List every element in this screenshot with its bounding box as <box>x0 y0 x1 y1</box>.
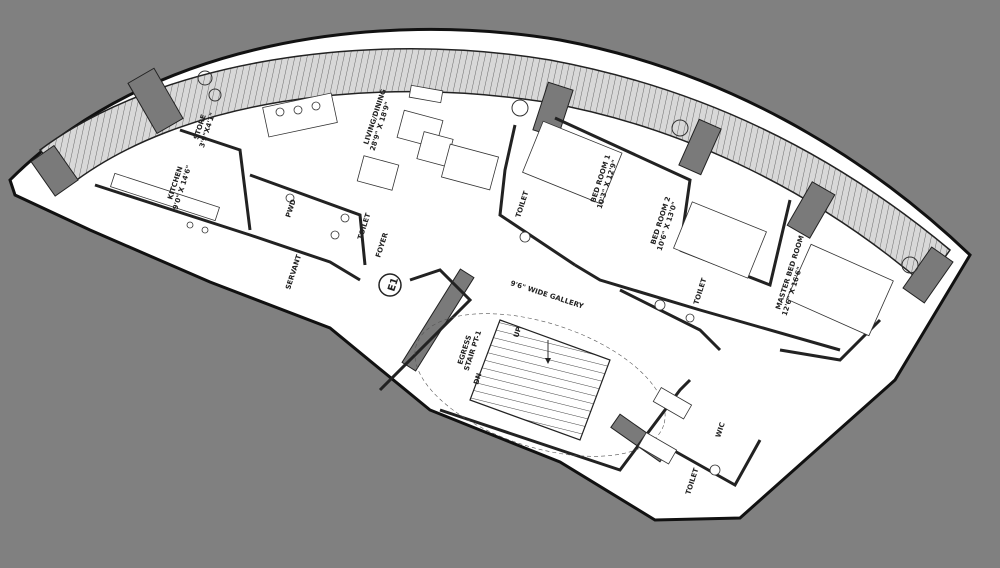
balcony-deck <box>38 48 952 287</box>
dining-table <box>262 92 338 138</box>
stair-down-label: DN <box>472 372 483 386</box>
stair-up-label: UP <box>512 326 523 339</box>
balcony-plants <box>197 70 919 274</box>
egress-stair <box>414 313 666 457</box>
entry-marker-label: E1 <box>386 276 401 293</box>
entry-marker: E1 <box>378 273 402 297</box>
bath-fixtures <box>285 193 721 476</box>
kitchen-counter <box>110 172 220 234</box>
living-sofas <box>356 84 500 191</box>
beds <box>522 120 894 337</box>
structural-columns <box>30 67 954 463</box>
interior-walls <box>94 116 882 488</box>
